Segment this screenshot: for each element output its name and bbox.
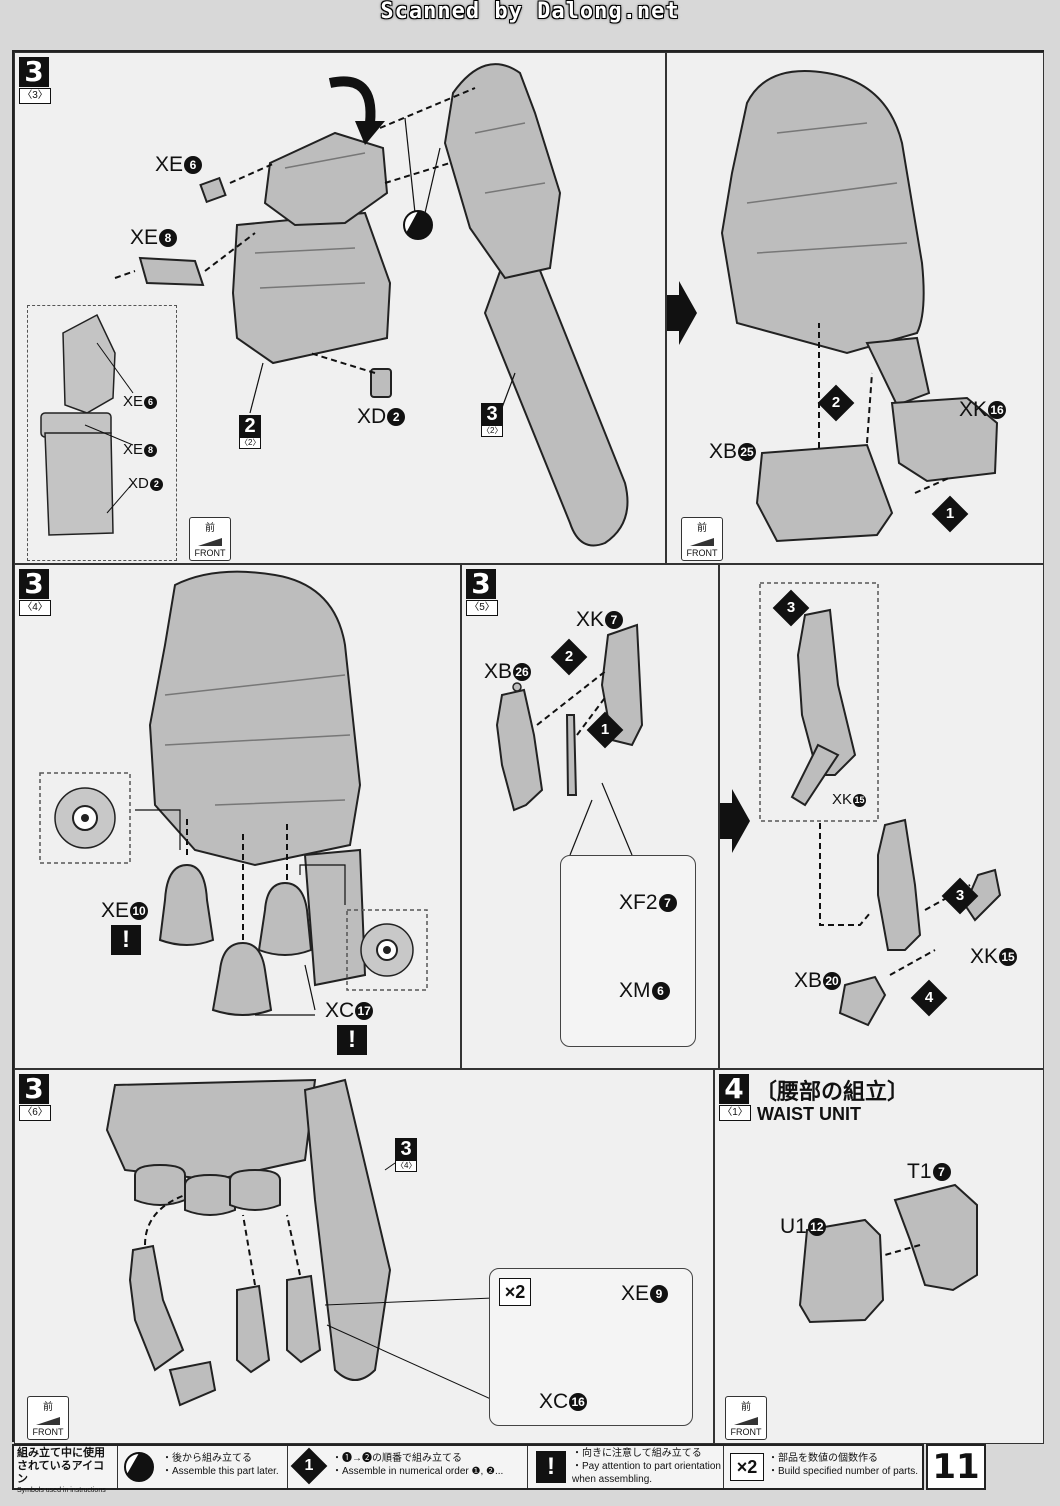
substep-number: 〈1〉 — [719, 1105, 751, 1121]
substep-number: 〈3〉 — [19, 88, 51, 104]
orientation-warning-icon: ! — [111, 925, 141, 955]
quantity-x2-icon: ×2 — [730, 1453, 764, 1481]
legend-text-en: ・Build specified number of parts. — [768, 1466, 919, 1477]
order-marker-3: 3 — [941, 877, 979, 915]
page-number: 11 — [926, 1444, 986, 1490]
panel-step-3-6: 3 〈6〉 — [14, 1069, 714, 1444]
legend-text-en: ・Assemble in numerical order ❶, ❷... — [332, 1466, 504, 1477]
legend-text-jp: ・向きに注意して組み立てる — [572, 1448, 702, 1459]
step-number: 4 — [719, 1074, 749, 1104]
arm-result-illustration — [667, 70, 999, 543]
orientation-warning-icon: ! — [536, 1451, 566, 1483]
legend-item-build-quantity: ×2 ・部品を数値の個数作る・Build specified number of… — [724, 1446, 922, 1488]
panel-step-3-4: 3 〈4〉 — [14, 564, 461, 1069]
substep-number: 〈6〉 — [19, 1105, 51, 1121]
legend-heading: 組み立て中に使用 されているアイコン Symbols used in instr… — [14, 1446, 118, 1494]
symbols-legend: 組み立て中に使用 されているアイコン Symbols used in instr… — [12, 1444, 924, 1494]
legend-text-en: ・Pay attention to part orientation — [572, 1461, 721, 1472]
legend-text-jp: ・部品を数値の個数作る — [768, 1453, 878, 1464]
step-title-japanese: 〔腰部の組立〕 — [755, 1079, 910, 1104]
legend-item-orientation: ! ・向きに注意して組み立てる・Pay attention to part or… — [528, 1446, 724, 1488]
order-marker-4: 4 — [910, 979, 948, 1017]
step-number: 3 — [466, 569, 496, 599]
step-number: 3 — [19, 1074, 49, 1104]
detail-callout-box — [560, 855, 696, 1047]
step-title-english: WAIST UNIT — [757, 1104, 861, 1124]
step-number: 3 — [19, 57, 49, 87]
reference-step-2-2: 2〈2〉 — [239, 415, 261, 449]
legend-text-en-2: when assembling. — [572, 1474, 653, 1485]
order-marker-1: 1 — [586, 711, 624, 749]
waist-unit-illustration — [798, 1183, 978, 1324]
legend-text-jp: ・後から組み立てる — [162, 1453, 252, 1464]
order-marker-1: 1 — [931, 495, 969, 533]
order-marker-2: 2 — [550, 638, 588, 676]
legend-item-assemble-later: ・後から組み立てる・Assemble this part later. — [118, 1446, 288, 1488]
order-marker-2: 2 — [817, 384, 855, 422]
panel-step-3-3: 3 〈3〉 — [14, 52, 666, 564]
order-marker-3: 3 — [772, 589, 810, 627]
assemble-later-icon — [124, 1452, 154, 1482]
step-number: 3 — [19, 569, 49, 599]
instruction-page: 3 〈3〉 — [12, 50, 1044, 1444]
reference-step-3-4: 3〈4〉 — [395, 1138, 417, 1172]
inset-detail-box — [27, 305, 177, 561]
orientation-warning-icon: ! — [337, 1025, 367, 1055]
thruster-assembly-illustration — [39, 570, 428, 1016]
legend-text-jp: ・❶→❷の順番で組み立てる — [332, 1453, 462, 1464]
substep-number: 〈5〉 — [466, 600, 498, 616]
scan-watermark-header: Scanned by Dalong.net — [380, 0, 680, 24]
quantity-x2-badge: ×2 — [499, 1278, 531, 1306]
arm-assembly-illustration — [40, 63, 629, 547]
legend-item-numerical-order: 1 ・❶→❷の順番で組み立てる・Assemble in numerical or… — [288, 1446, 528, 1488]
legend-text-en: ・Assemble this part later. — [162, 1466, 279, 1477]
thruster-arm-result-illustration — [720, 582, 1002, 1027]
reference-step-3-2: 3〈2〉 — [481, 403, 503, 437]
numbered-order-icon-label: 1 — [304, 1457, 314, 1474]
substep-number: 〈4〉 — [19, 600, 51, 616]
